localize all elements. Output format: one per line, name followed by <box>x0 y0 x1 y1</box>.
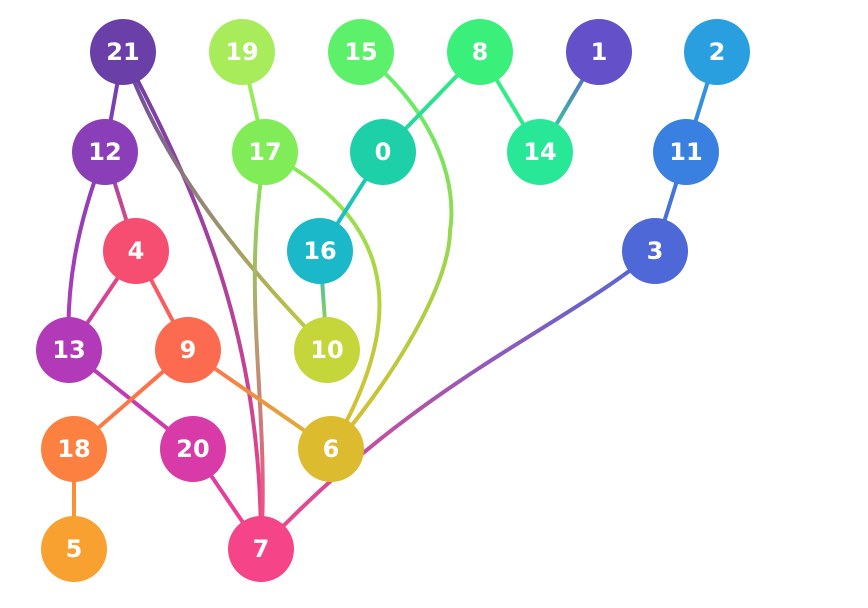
edge-17-6 <box>263 150 382 451</box>
node-21-label: 21 <box>106 38 139 66</box>
node-9-circle <box>155 317 221 383</box>
node-7-circle <box>228 516 294 582</box>
node-15-label: 15 <box>344 38 377 66</box>
node-14-circle <box>507 119 573 185</box>
node-21-circle <box>90 19 156 85</box>
node-19[interactable]: 19 <box>209 19 275 85</box>
node-7[interactable]: 7 <box>228 516 294 582</box>
node-10[interactable]: 10 <box>294 317 360 383</box>
node-4[interactable]: 4 <box>103 218 169 284</box>
node-14[interactable]: 14 <box>507 119 573 185</box>
node-19-circle <box>209 19 275 85</box>
node-3[interactable]: 3 <box>622 218 688 284</box>
node-20-label: 20 <box>176 435 209 463</box>
node-9[interactable]: 9 <box>155 317 221 383</box>
node-0-circle <box>350 119 416 185</box>
node-16-circle <box>287 218 353 284</box>
node-5[interactable]: 5 <box>41 516 107 582</box>
edge-3-7 <box>259 249 657 551</box>
edge-15-6 <box>329 50 454 451</box>
node-17[interactable]: 17 <box>232 119 298 185</box>
node-3-label: 3 <box>647 237 664 265</box>
node-6-label: 6 <box>323 435 340 463</box>
node-0[interactable]: 0 <box>350 119 416 185</box>
node-13-circle <box>36 317 102 383</box>
node-8-circle <box>447 19 513 85</box>
node-0-label: 0 <box>375 138 392 166</box>
node-4-label: 4 <box>128 237 145 265</box>
edge-21-10 <box>121 50 329 352</box>
node-6[interactable]: 6 <box>298 416 364 482</box>
node-10-label: 10 <box>310 336 343 364</box>
node-14-label: 14 <box>523 138 556 166</box>
node-1[interactable]: 1 <box>566 19 632 85</box>
node-1-circle <box>566 19 632 85</box>
node-12-circle <box>72 119 138 185</box>
node-11-label: 11 <box>669 138 702 166</box>
node-6-circle <box>298 416 364 482</box>
node-19-label: 19 <box>225 38 258 66</box>
node-18-circle <box>41 416 107 482</box>
node-2[interactable]: 2 <box>684 19 750 85</box>
node-1-label: 1 <box>591 38 608 66</box>
edge-17-7 <box>252 150 267 551</box>
edge-21-7 <box>121 50 264 551</box>
node-15-circle <box>328 19 394 85</box>
node-7-label: 7 <box>253 535 270 563</box>
node-20[interactable]: 20 <box>160 416 226 482</box>
node-13[interactable]: 13 <box>36 317 102 383</box>
node-4-circle <box>103 218 169 284</box>
node-2-label: 2 <box>709 38 726 66</box>
node-9-label: 9 <box>180 336 197 364</box>
node-11[interactable]: 11 <box>653 119 719 185</box>
node-12[interactable]: 12 <box>72 119 138 185</box>
node-10-circle <box>294 317 360 383</box>
node-13-label: 13 <box>52 336 85 364</box>
node-17-circle <box>232 119 298 185</box>
node-17-label: 17 <box>248 138 281 166</box>
node-15[interactable]: 15 <box>328 19 394 85</box>
node-16[interactable]: 16 <box>287 218 353 284</box>
node-21[interactable]: 21 <box>90 19 156 85</box>
node-8-label: 8 <box>472 38 489 66</box>
node-8[interactable]: 8 <box>447 19 513 85</box>
node-11-circle <box>653 119 719 185</box>
node-18-label: 18 <box>57 435 90 463</box>
node-18[interactable]: 18 <box>41 416 107 482</box>
node-2-circle <box>684 19 750 85</box>
node-3-circle <box>622 218 688 284</box>
node-5-label: 5 <box>66 535 83 563</box>
node-16-label: 16 <box>303 237 336 265</box>
node-12-label: 12 <box>88 138 121 166</box>
node-5-circle <box>41 516 107 582</box>
node-20-circle <box>160 416 226 482</box>
